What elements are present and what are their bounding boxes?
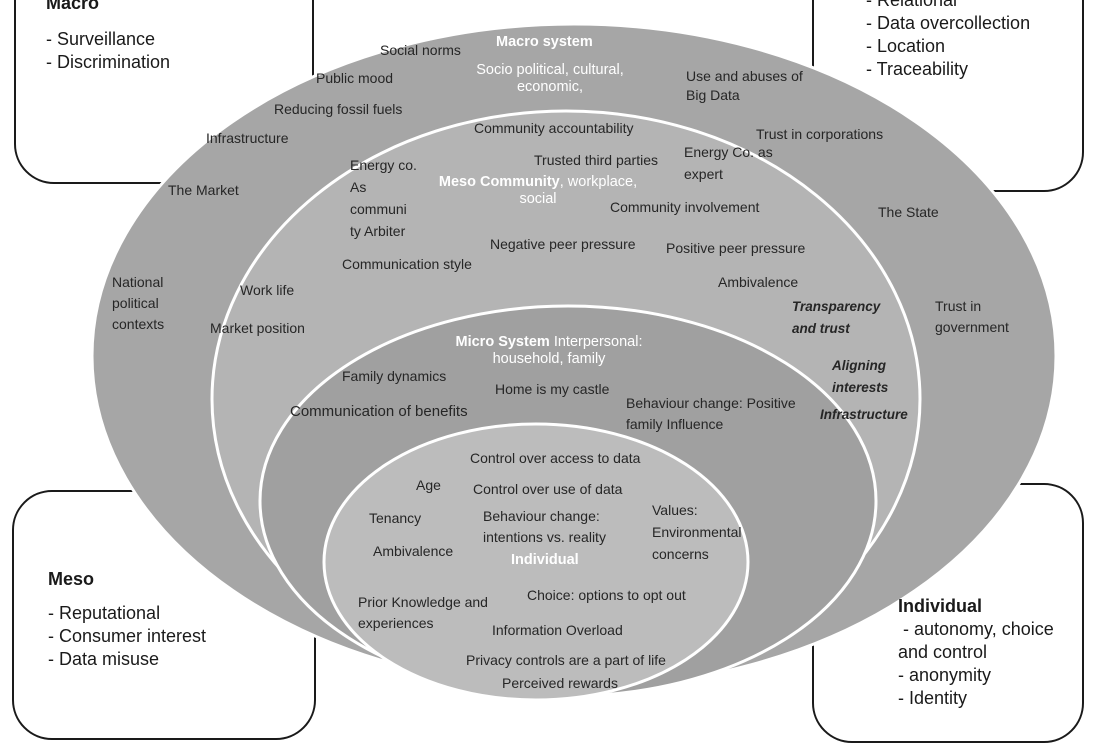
label-the-market: The Market (168, 182, 239, 198)
label-community-accountability: Community accountability (474, 120, 634, 136)
topright-box-item: - Data overcollection (866, 13, 1031, 33)
nested-ellipses-diagram (90, 22, 1058, 700)
label-age: Age (416, 477, 441, 493)
label-community-involvement: Community involvement (610, 199, 760, 215)
individual-title: Individual (511, 552, 579, 568)
label-ambivalence-individual: Ambivalence (373, 543, 454, 559)
meso-title-rest: , workplace, social (519, 174, 638, 207)
meso-box-item: - Data misuse (48, 649, 160, 669)
macro-subtitle: Socio political, cultural, economic, (476, 62, 624, 95)
label-the-state: The State (878, 204, 939, 220)
label-infrastructure-meso: Infrastructure (820, 407, 908, 422)
individual-box-item: - autonomy, choice (898, 619, 1054, 639)
label-information-overload: Information Overload (492, 622, 623, 638)
label-prior-knowledge: Prior Knowledge and experiences (358, 594, 488, 631)
label-control-use: Control over use of data (473, 481, 623, 497)
label-trust-government: Trust in government (935, 298, 1009, 335)
label-use-and-abuses: Use and abuses of Big Data (686, 68, 803, 103)
individual-box-text: Individual - autonomy, choice and contro… (898, 595, 1054, 710)
label-ambivalence-meso: Ambivalence (718, 274, 799, 290)
micro-title-bold: Micro System (455, 334, 550, 350)
individual-box-item: - Identity (898, 688, 968, 708)
topright-box-item: - Location (866, 36, 946, 56)
topright-box-item: - Relational (866, 0, 958, 10)
label-infrastructure-macro: Infrastructure (206, 130, 289, 146)
label-trusted-third-parties: Trusted third parties (534, 152, 658, 168)
macro-box-item: - Surveillance (46, 29, 156, 49)
topright-box-text: - Relational - Data overcollection - Loc… (866, 0, 1030, 81)
label-family-dynamics: Family dynamics (342, 368, 447, 384)
individual-ellipse (322, 422, 750, 700)
meso-box-heading: Meso (48, 569, 95, 589)
individual-box-item: and control (898, 642, 988, 662)
label-behaviour-positive: Behaviour change: Positive family Influe… (626, 395, 796, 432)
label-positive-peer-pressure: Positive peer pressure (666, 240, 806, 256)
meso-box-item: - Reputational (48, 603, 161, 623)
label-tenancy: Tenancy (369, 510, 422, 526)
label-communication-benefits: Communication of benefits (290, 403, 468, 420)
label-aligning-interests: Aligning interests (832, 358, 889, 395)
label-choice-opt-out: Choice: options to opt out (527, 587, 686, 603)
meso-box-item: - Consumer interest (48, 626, 207, 646)
label-reducing-fossil-fuels: Reducing fossil fuels (274, 101, 403, 117)
label-control-access: Control over access to data (470, 450, 641, 466)
label-energy-co-expert: Energy Co. as expert (684, 144, 773, 182)
label-public-mood: Public mood (316, 70, 394, 86)
meso-title-bold: Meso Community (438, 174, 560, 190)
label-home-castle: Home is my castle (495, 381, 610, 397)
meso-title: Meso Community, workplace, social (438, 174, 638, 208)
individual-box-heading: Individual (898, 596, 983, 616)
label-market-position: Market position (210, 320, 305, 336)
label-work-life: Work life (240, 282, 295, 298)
micro-title-rest: Interpersonal: household, family (492, 334, 643, 367)
macro-box-text: Macro - Surveillance - Discrimination (46, 0, 170, 74)
macro-title: Macro system (496, 34, 593, 50)
label-national-political-contexts: National political contexts (112, 274, 165, 332)
label-privacy-controls: Privacy controls are a part of life (466, 652, 666, 668)
label-negative-peer-pressure: Negative peer pressure (490, 236, 636, 252)
label-transparency-trust: Transparency and trust (792, 299, 881, 336)
meso-box-text: Meso - Reputational - Consumer interest … (48, 568, 206, 671)
micro-title: Micro System Interpersonal: household, f… (438, 334, 660, 368)
label-social-norms: Social norms (380, 42, 461, 58)
individual-box-item: - anonymity (898, 665, 992, 685)
macro-box-heading: Macro (46, 0, 100, 13)
topright-box-item: - Traceability (866, 59, 969, 79)
label-communication-style: Communication style (342, 256, 472, 272)
label-energy-co-arbiter: Energy co. As communi ty Arbiter (350, 157, 417, 239)
label-perceived-rewards: Perceived rewards (502, 675, 618, 691)
label-trust-corporations: Trust in corporations (756, 126, 884, 142)
label-behaviour-intentions: Behaviour change: intentions vs. reality (483, 508, 606, 545)
label-values: Values: Environmental concerns (652, 502, 742, 562)
macro-box-item: - Discrimination (46, 52, 171, 72)
